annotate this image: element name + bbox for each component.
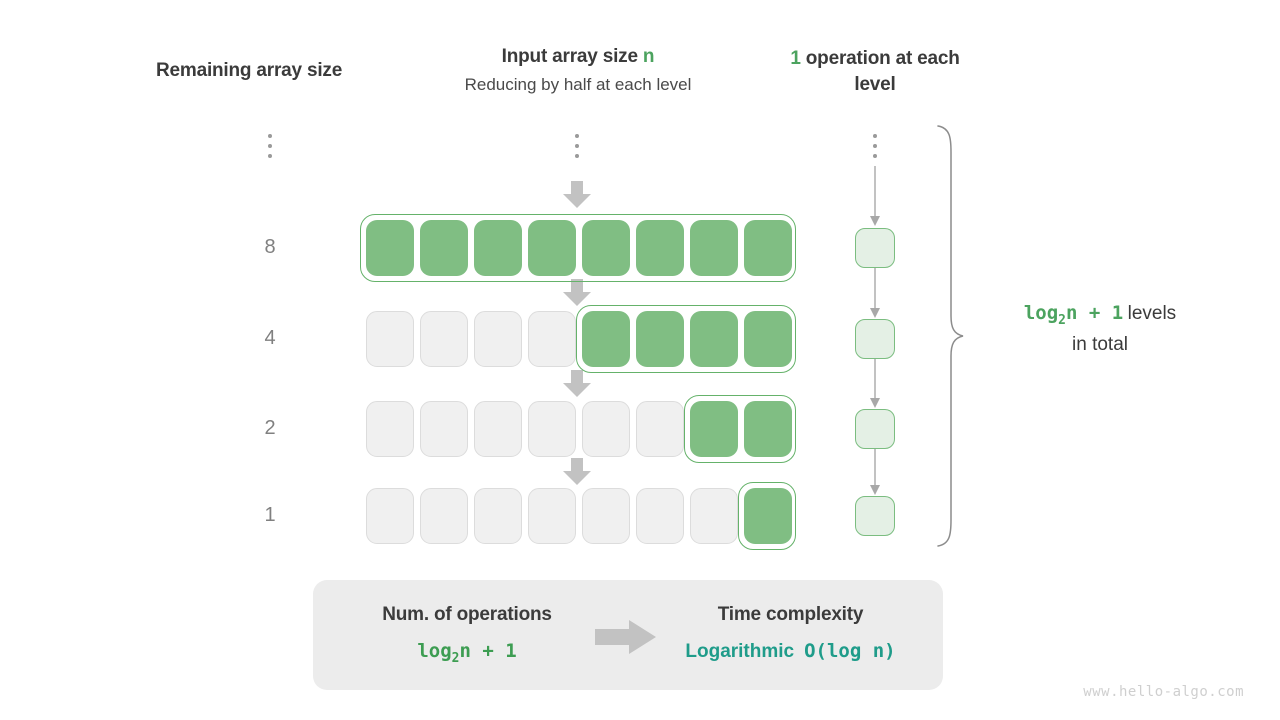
array-cell — [528, 220, 576, 276]
summary-complexity-value: Logarithmic O(log n) — [658, 640, 923, 663]
summary-operations-column: Num. of operations log2n + 1 — [337, 604, 597, 666]
operation-box-level-2 — [855, 409, 895, 449]
header-input-array-size: Input array size n Reducing by half at e… — [360, 46, 796, 95]
split-arrow-2 — [562, 370, 592, 398]
array-cell — [582, 220, 630, 276]
size-label-level-0: 8 — [264, 236, 276, 258]
dot — [873, 144, 877, 148]
brace-equation: log2n + 1 — [1023, 302, 1124, 328]
array-cell — [636, 401, 684, 457]
right-arrow-icon — [595, 620, 657, 654]
array-cell — [582, 401, 630, 457]
array-row-level-2 — [360, 395, 796, 463]
array-cell — [474, 220, 522, 276]
array-cell — [690, 220, 738, 276]
array-cell — [636, 311, 684, 367]
brace-label-line2: in total — [1072, 333, 1128, 355]
ellipsis-right — [869, 134, 881, 158]
summary-complexity-notation: O(log n) — [804, 640, 896, 662]
dot — [575, 144, 579, 148]
ellipsis-left — [264, 134, 276, 158]
array-row-level-0 — [360, 214, 796, 282]
summary-operations-value: log2n + 1 — [417, 640, 517, 666]
header-variable-n: n — [642, 46, 655, 67]
op-connector-0 — [868, 166, 882, 228]
curly-brace-icon — [934, 124, 968, 548]
array-cell — [744, 401, 792, 457]
array-cell — [474, 311, 522, 367]
header-input-array-size-line1: Input array size n — [360, 46, 796, 68]
dot — [873, 134, 877, 138]
array-cell — [366, 401, 414, 457]
array-cell — [474, 401, 522, 457]
array-cell — [690, 401, 738, 457]
header-remaining-array-size: Remaining array size — [156, 60, 343, 81]
array-cell — [366, 220, 414, 276]
op-connector-2 — [868, 359, 882, 410]
summary-panel: Num. of operations log2n + 1 Time comple… — [313, 580, 943, 690]
op-connector-1 — [868, 268, 882, 320]
array-row-level-1 — [360, 305, 796, 373]
size-label-level-2: 2 — [264, 417, 276, 439]
split-arrow-3 — [562, 458, 592, 486]
size-label-level-1: 4 — [264, 327, 276, 349]
summary-operations-title: Num. of operations — [382, 604, 552, 625]
array-cell — [528, 401, 576, 457]
operation-box-level-3 — [855, 496, 895, 536]
array-cell — [744, 488, 792, 544]
dot — [575, 154, 579, 158]
header-operations-per-level: 1 operation at each level — [790, 46, 960, 97]
array-cell — [474, 488, 522, 544]
op-connector-3 — [868, 449, 882, 497]
array-cell — [528, 311, 576, 367]
array-cell — [690, 311, 738, 367]
array-cell — [582, 488, 630, 544]
array-cell — [420, 401, 468, 457]
array-row-level-3 — [360, 482, 796, 550]
header-operation-count: 1 — [790, 48, 801, 69]
highlight-outline-level-3 — [738, 482, 796, 550]
array-cell — [690, 488, 738, 544]
array-cell — [420, 220, 468, 276]
header-reducing-subtitle: Reducing by half at each level — [464, 75, 692, 94]
header-input-array-size-text: Input array size — [501, 46, 643, 67]
array-cell — [744, 311, 792, 367]
highlight-outline-level-2 — [684, 395, 796, 463]
array-cell — [420, 488, 468, 544]
header-operation-text: operation at each level — [800, 48, 960, 95]
ellipsis-middle — [571, 134, 583, 158]
dot — [575, 134, 579, 138]
array-cell — [528, 488, 576, 544]
summary-complexity-word: Logarithmic — [685, 641, 795, 662]
dot — [873, 154, 877, 158]
watermark: www.hello-algo.com — [1083, 684, 1244, 700]
operation-box-level-0 — [855, 228, 895, 268]
split-arrow-1 — [562, 279, 592, 307]
summary-complexity-column: Time complexity Logarithmic O(log n) — [658, 604, 923, 663]
array-cell — [636, 220, 684, 276]
dot — [268, 144, 272, 148]
array-cell — [582, 311, 630, 367]
split-arrow-0 — [562, 181, 592, 209]
array-cell — [744, 220, 792, 276]
highlight-outline-level-0 — [360, 214, 796, 282]
dot — [268, 134, 272, 138]
summary-complexity-title: Time complexity — [717, 604, 864, 625]
array-cell — [366, 311, 414, 367]
size-label-level-3: 1 — [264, 504, 276, 526]
brace-label: log2n + 1 levels in total — [975, 300, 1225, 358]
array-cell — [636, 488, 684, 544]
operation-box-level-1 — [855, 319, 895, 359]
array-cell — [420, 311, 468, 367]
brace-label-line1: levels — [1127, 303, 1177, 324]
dot — [268, 154, 272, 158]
array-cell — [366, 488, 414, 544]
highlight-outline-level-1 — [576, 305, 796, 373]
